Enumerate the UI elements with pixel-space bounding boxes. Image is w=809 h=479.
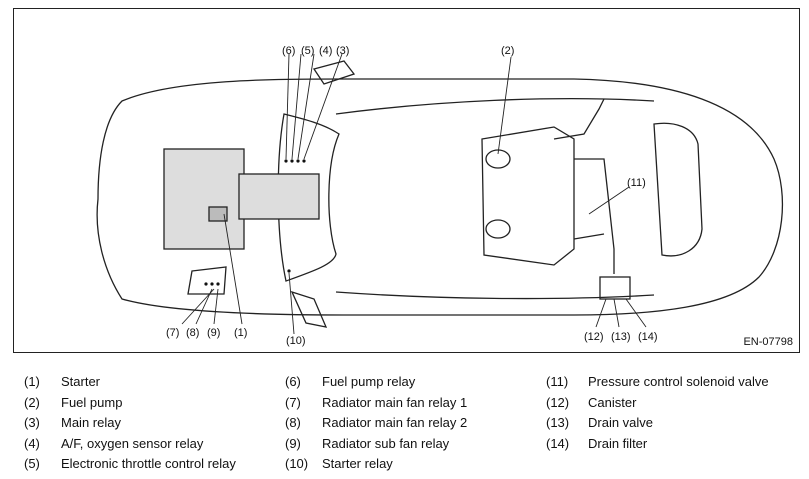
legend-text: Drain valve xyxy=(588,415,654,430)
legend-item: (7) Radiator main fan relay 1 xyxy=(285,393,467,414)
figure-code: EN-07798 xyxy=(743,336,793,348)
legend-item: (9) Radiator sub fan relay xyxy=(285,434,467,455)
legend-text: Fuel pump relay xyxy=(322,374,416,389)
legend-number: (7) xyxy=(285,394,301,410)
legend-number: (3) xyxy=(24,415,40,430)
legend-number: (4) xyxy=(24,435,40,451)
callout-14: (14) xyxy=(638,331,658,343)
legend-text: A/F, oxygen sensor relay xyxy=(61,435,204,451)
canister-shape xyxy=(599,276,631,300)
legend-item: (14) Drain filter xyxy=(546,434,769,455)
legend-text: Pressure control solenoid valve xyxy=(588,374,769,389)
legend-text: Electronic throttle control relay xyxy=(61,456,236,471)
legend-number: (8) xyxy=(285,415,301,430)
callout-6: (6) xyxy=(282,45,296,57)
leader-lines xyxy=(181,53,647,335)
relay-dots xyxy=(204,159,306,286)
vehicle-component-layout-figure: (6) (5) (4) (3) (2) (11) (7) (8) (9) (1)… xyxy=(13,8,800,353)
legend-item: (1) Starter xyxy=(24,372,236,393)
transmission-block xyxy=(238,173,320,220)
legend-text: Radiator sub fan relay xyxy=(322,435,450,451)
legend-item: (3) Main relay xyxy=(24,413,236,434)
legend-item: (13) Drain valve xyxy=(546,413,769,434)
legend-item: (4) A/F, oxygen sensor relay xyxy=(24,434,236,455)
legend-item: (5) Electronic throttle control relay xyxy=(24,454,236,475)
legend-number: (6) xyxy=(285,374,301,389)
upper-sill-line xyxy=(335,98,655,115)
callout-7: (7) xyxy=(166,327,180,339)
legend-text: Starter xyxy=(61,374,101,389)
legend-item: (2) Fuel pump xyxy=(24,393,236,414)
legend-number: (10) xyxy=(285,456,309,471)
legend-item: (8) Radiator main fan relay 2 xyxy=(285,413,467,434)
callout-3: (3) xyxy=(336,45,350,57)
legend-number: (12) xyxy=(546,394,570,410)
legend-text: Radiator main fan relay 2 xyxy=(322,415,468,430)
car-body-outline xyxy=(96,78,783,316)
fuel-tank-outline xyxy=(481,126,575,266)
vehicle-top-view-drawing xyxy=(96,53,783,335)
legend-text: Radiator main fan relay 1 xyxy=(322,394,468,410)
callout-11: (11) xyxy=(627,177,646,189)
legend-item: (12) Canister xyxy=(546,393,769,414)
legend-column-2: (6) Fuel pump relay (7) Radiator main fan … xyxy=(285,372,467,475)
legend-text: Canister xyxy=(588,394,637,410)
legend-text: Drain filter xyxy=(588,435,648,451)
callout-1: (1) xyxy=(234,327,248,339)
right-mirror xyxy=(290,290,328,328)
callout-13: (13) xyxy=(611,331,631,343)
callout-9: (9) xyxy=(207,327,221,339)
legend-item: (6) Fuel pump relay xyxy=(285,372,467,393)
fuel-lines xyxy=(553,98,615,274)
callout-2: (2) xyxy=(501,45,515,57)
legend-number: (14) xyxy=(546,435,570,451)
lower-sill-line xyxy=(335,291,655,300)
callout-4: (4) xyxy=(319,45,333,57)
legend-text: Fuel pump xyxy=(61,394,123,410)
callout-5: (5) xyxy=(301,45,315,57)
legend-item: (11) Pressure control solenoid valve xyxy=(546,372,769,393)
relay-box-shape xyxy=(187,266,227,295)
legend-column-1: (1) Starter (2) Fuel pump (3) Main relay (4… xyxy=(24,372,236,475)
legend-number: (9) xyxy=(285,435,301,451)
legend-number: (13) xyxy=(546,415,570,430)
legend-number: (5) xyxy=(24,456,40,471)
rear-window-outline xyxy=(653,122,703,257)
legend-number: (2) xyxy=(24,394,40,410)
callout-10: (10) xyxy=(286,335,306,347)
legend-column-3: (11) Pressure control solenoid valve (12)… xyxy=(546,372,769,454)
legend-text: Starter relay xyxy=(322,456,393,471)
callout-12: (12) xyxy=(584,331,604,343)
legend-item: (10) Starter relay xyxy=(285,454,467,475)
engine-block xyxy=(163,148,245,250)
starter-shape xyxy=(208,206,228,222)
legend-number: (11) xyxy=(546,374,569,389)
legend-text: Main relay xyxy=(61,415,121,430)
left-mirror xyxy=(312,60,356,85)
legend-number: (1) xyxy=(24,374,40,389)
callout-8: (8) xyxy=(186,327,200,339)
